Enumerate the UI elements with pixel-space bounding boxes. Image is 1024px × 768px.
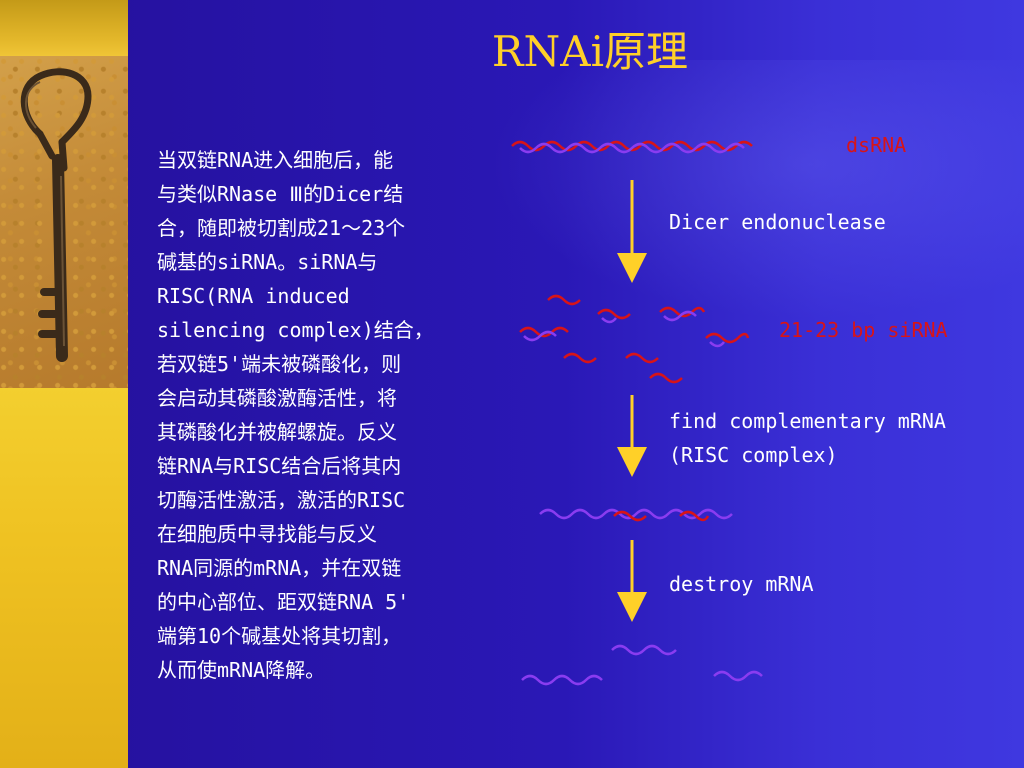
gold-panel-bottom [0, 388, 128, 768]
label-dsrna: dsRNA [846, 133, 907, 157]
sirna-fragment [709, 341, 725, 348]
mrna-fragment [521, 674, 603, 686]
sirna-fragments [519, 294, 750, 384]
background-glow [490, 60, 1024, 320]
mrna-strand [539, 508, 733, 520]
bound-sirna [613, 510, 647, 522]
slide-title: RNAi原理 [491, 27, 689, 76]
sirna-fragment [597, 308, 631, 320]
label-sirna: 21-23 bp siRNA [779, 318, 948, 342]
sirna-fragment [601, 317, 617, 324]
sirna-fragment [705, 332, 750, 344]
sirna-fragment [649, 372, 683, 384]
bound-sirna [679, 510, 710, 522]
label-find-mrna: find complementary mRNA [669, 409, 946, 433]
label-dicer: Dicer endonuclease [669, 210, 886, 234]
sirna-fragment [563, 352, 597, 364]
label-risc-complex: (RISC complex) [669, 443, 838, 467]
sirna-fragment [625, 352, 659, 364]
dsrna-strands [511, 140, 753, 154]
mrna-fragments [521, 644, 763, 686]
left-decor-bar [0, 0, 128, 768]
dsrna-strand-purple [519, 142, 745, 154]
slide-body-text: 当双链RNA进入细胞后，能 与类似RNase Ⅲ的Dicer结 合，随即被切割成… [157, 148, 434, 682]
key-photo-icon [0, 56, 128, 388]
sirna-fragment [663, 310, 697, 322]
sirna-fragment [519, 326, 569, 338]
mrna-fragment [611, 644, 677, 656]
dsrna-strand-red [511, 140, 753, 152]
gold-stripe-top [0, 0, 128, 56]
key-image [20, 68, 92, 362]
mrna-fragment [713, 670, 763, 682]
mrna-complex [539, 508, 733, 522]
sirna-fragment [523, 330, 557, 342]
sirna-fragment [659, 306, 706, 318]
label-destroy-mrna: destroy mRNA [669, 572, 814, 596]
sirna-fragment [547, 294, 581, 306]
